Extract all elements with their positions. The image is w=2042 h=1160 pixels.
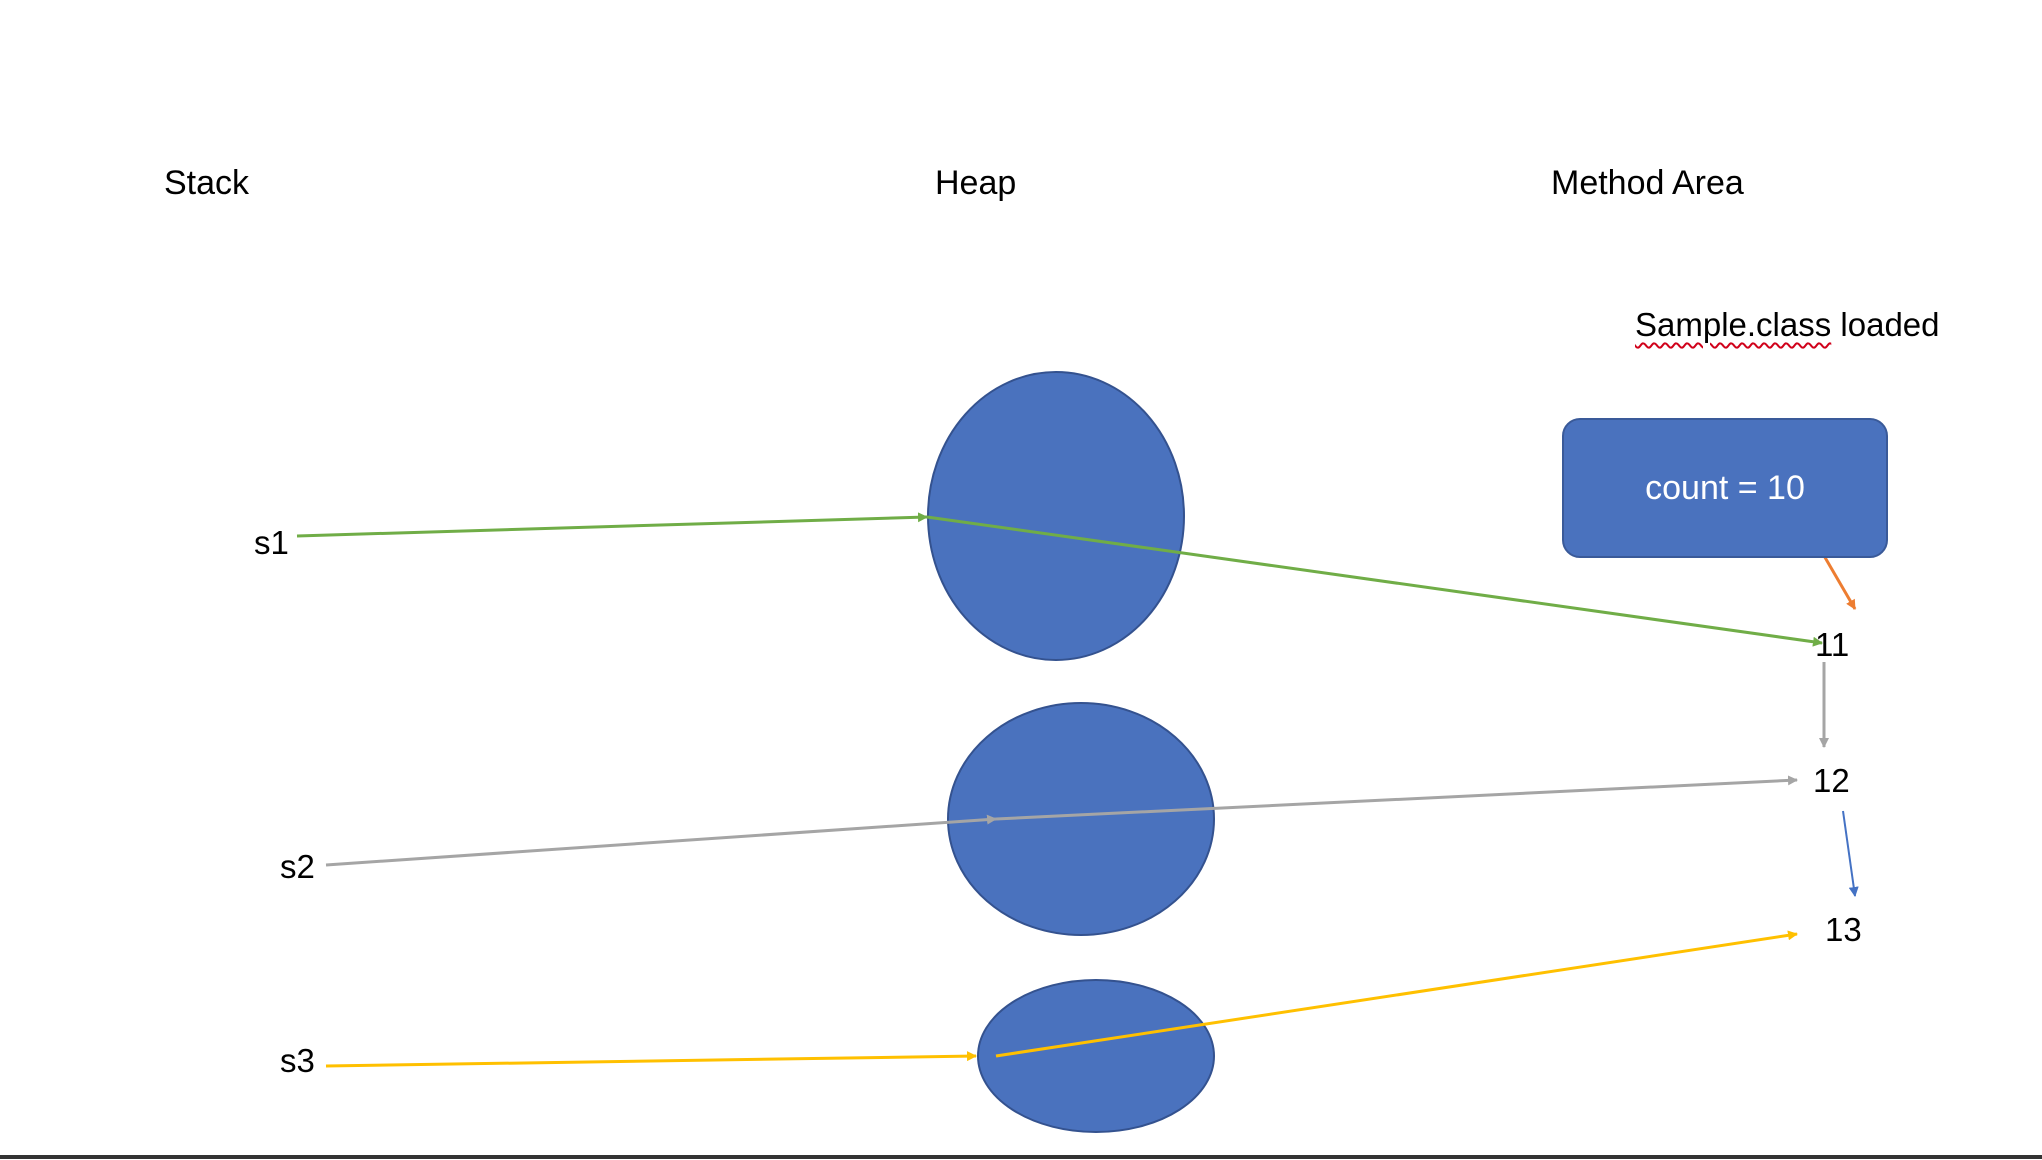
method-area-header: Method Area <box>1551 164 1744 202</box>
class-loaded-caption: Sample.class loaded <box>1635 308 1940 341</box>
object1-to-11-arrow <box>926 515 1823 647</box>
static-count-label: count = 10 <box>1645 468 1805 507</box>
count-value-13: 13 <box>1825 911 1862 948</box>
object3-to-13-arrow <box>995 930 1798 1058</box>
heap-object-2 <box>947 702 1215 936</box>
stack-var-s2: s2 <box>280 848 315 885</box>
s1-to-object-arrow <box>296 512 928 538</box>
stack-header: Stack <box>164 164 250 202</box>
object2-to-12-arrow <box>995 775 1798 821</box>
bottom-divider <box>0 1155 2042 1159</box>
class-name: Sample.class <box>1635 306 1832 343</box>
heap-header: Heap <box>935 164 1017 202</box>
count-value-12: 12 <box>1813 762 1850 799</box>
static-count-box: count = 10 <box>1562 418 1888 558</box>
heap-object-1 <box>927 371 1185 661</box>
s2-to-object-arrow <box>325 814 997 867</box>
12-to-13-arrow <box>1842 810 1859 897</box>
stack-var-s1: s1 <box>254 524 289 561</box>
s3-to-object-arrow <box>325 1051 977 1068</box>
heap-object-3 <box>977 979 1215 1133</box>
count-value-11: 11 <box>1815 626 1850 663</box>
class-loaded-suffix: loaded <box>1831 306 1940 343</box>
stack-var-s3: s3 <box>280 1042 315 1079</box>
